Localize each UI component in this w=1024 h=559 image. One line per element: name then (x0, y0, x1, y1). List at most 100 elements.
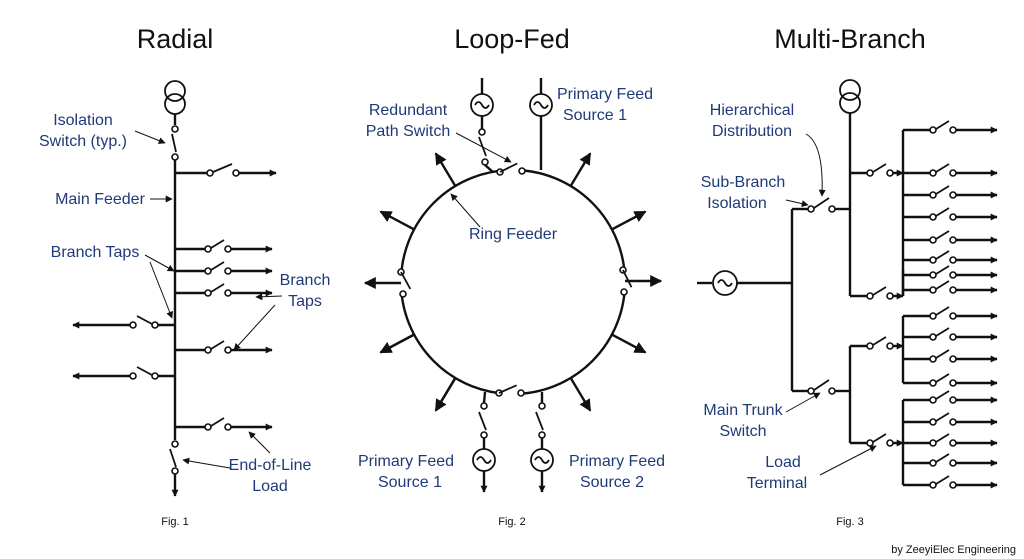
switch-blade (210, 261, 225, 271)
label-primary-bl-line1: Primary Feed (358, 453, 454, 470)
multi-branches (850, 120, 998, 489)
label-trunk-line2: Switch (719, 423, 766, 440)
label-primary-bl-line2: Source 1 (378, 474, 442, 491)
loop-fed-diagram: Redundant Path Switch Primary Feed Sourc… (358, 78, 665, 528)
switch-contact (929, 396, 937, 404)
switch-blade (498, 384, 517, 394)
switch-contact (129, 321, 137, 329)
switch-blade (935, 373, 950, 383)
switch-blade (935, 230, 950, 240)
switch-blade (210, 417, 225, 427)
switch-contact (949, 379, 957, 387)
switch-contact (224, 423, 232, 431)
switch-contact (929, 379, 937, 387)
switch-contact (886, 169, 894, 177)
switch-contact (620, 288, 628, 296)
switch-contact (949, 169, 957, 177)
switch-contact (224, 289, 232, 297)
switch-contact (949, 355, 957, 363)
switch-contact (206, 169, 214, 177)
switch-blade (935, 250, 950, 260)
switch-contact (949, 396, 957, 404)
label-load-line1: Load (765, 454, 801, 471)
switch-blade (872, 433, 887, 443)
switch-blade (935, 349, 950, 359)
switch-contact (929, 418, 937, 426)
leader-hier (805, 133, 826, 197)
switch-contact (929, 355, 937, 363)
switch-blade (622, 269, 633, 288)
switch-blade (872, 286, 887, 296)
leader-branch-taps-right-b (233, 304, 276, 351)
ring-outgoing-arrow (379, 210, 415, 231)
switch-contact (866, 169, 874, 177)
switch-blade (935, 412, 950, 422)
switch-contact (204, 423, 212, 431)
ring-outgoing-arrow (611, 210, 647, 231)
label-redundant-line1: Redundant (369, 102, 448, 119)
switch-blade (872, 163, 887, 173)
label-trunk-line1: Main Trunk (703, 402, 783, 419)
leader-redundant (455, 132, 512, 163)
label-primary-top-line2: Source 1 (563, 107, 627, 124)
ring-outgoing-arrow (434, 377, 457, 412)
switch-contact (949, 256, 957, 264)
label-ring-feeder: Ring Feeder (469, 226, 558, 243)
switch-blade (210, 340, 225, 350)
switch-contact (224, 245, 232, 253)
switch-contact (204, 289, 212, 297)
switch-contact (886, 439, 894, 447)
switch-contact (224, 267, 232, 275)
ring-outgoing-arrow (611, 333, 647, 354)
switch-blade (935, 207, 950, 217)
switch-contact (399, 290, 407, 298)
switch-contact (151, 321, 159, 329)
leader-subbranch (785, 199, 809, 208)
switch-contact (949, 459, 957, 467)
fig1-caption: Fig. 1 (161, 516, 189, 528)
leader-branch-taps-a (144, 254, 175, 272)
switch-contact (949, 312, 957, 320)
switch-blade (499, 162, 518, 173)
ring-switches (397, 162, 633, 397)
switch-contact (929, 236, 937, 244)
switch-blade (935, 433, 950, 443)
switch-contact (929, 256, 937, 264)
ring-outgoing-arrow (569, 152, 592, 187)
radial-transformer-icon (164, 80, 186, 115)
ring-outgoing-arrow (434, 152, 457, 187)
switch-contact (929, 481, 937, 489)
switch-contact (866, 439, 874, 447)
multi-transformer-icon (839, 79, 861, 114)
switch-contact (886, 342, 894, 350)
multi-source-icon (712, 270, 738, 296)
switch-contact (518, 167, 526, 175)
leader-load (819, 445, 877, 476)
label-load-line2: Terminal (747, 475, 807, 492)
switch-contact (151, 372, 159, 380)
leader-ring-feeder (450, 193, 481, 228)
radial-isolation-switch (171, 125, 179, 161)
switch-blade (935, 475, 950, 485)
switch-contact (517, 389, 525, 397)
switch-contact (929, 439, 937, 447)
multi-branch-diagram: Hierarchical Distribution Sub-Branch Iso… (697, 79, 998, 528)
switch-contact (886, 292, 894, 300)
switch-contact (232, 169, 240, 177)
switch-contact (929, 169, 937, 177)
switch-blade (935, 327, 950, 337)
leader-trunk (785, 392, 821, 413)
leader-end-of-line (182, 457, 231, 469)
switch-contact (204, 346, 212, 354)
switch-blade (935, 453, 950, 463)
multi-branch-title: Multi-Branch (774, 24, 926, 54)
leader-branch-taps-right-a (255, 293, 283, 301)
switch-contact (949, 439, 957, 447)
switch-contact (866, 342, 874, 350)
label-hier-line2: Distribution (712, 123, 792, 140)
switch-blade (935, 120, 950, 130)
label-branch-taps-left: Branch Taps (51, 244, 140, 261)
switch-contact (929, 286, 937, 294)
switch-blade (935, 185, 950, 195)
switch-contact (204, 267, 212, 275)
